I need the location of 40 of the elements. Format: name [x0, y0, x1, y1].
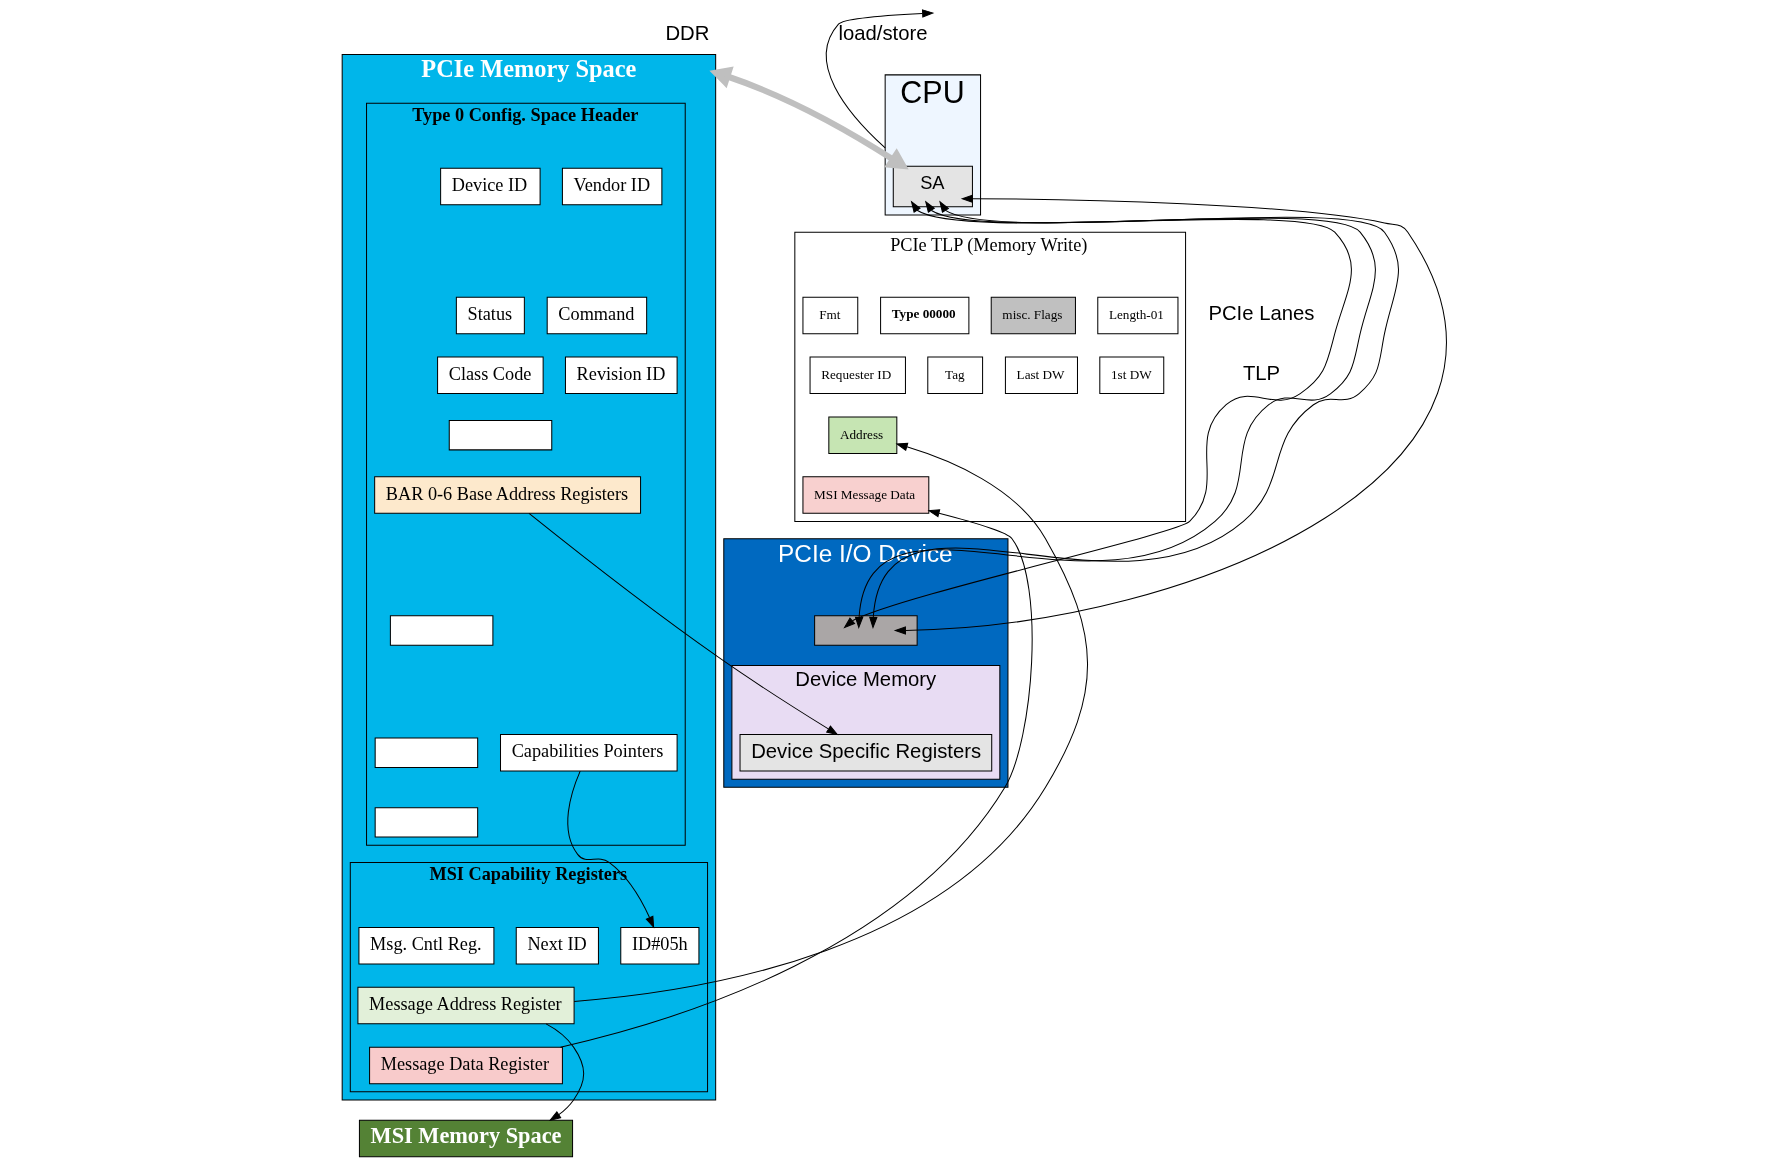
node-box: Status: [455, 296, 525, 335]
arrow: [528, 512, 838, 736]
node-box: BAR 0-6 Base Address Registers: [373, 476, 641, 514]
node-box: Class Code: [436, 356, 544, 395]
node-box: Device ID: [439, 167, 541, 206]
node-box: Command: [546, 296, 647, 335]
arrow: [573, 442, 1088, 1002]
node-box: misc. Flags: [990, 296, 1076, 335]
node-box: Message Data Register: [368, 1046, 563, 1085]
arrow: [559, 509, 1033, 1048]
node-box: Device Specific Registers: [739, 734, 992, 772]
label: PCIe Lanes: [1207, 302, 1314, 325]
node-box: ID#05h: [619, 926, 699, 965]
edge-label: load/store: [837, 22, 928, 45]
node-box: Type 00000: [879, 296, 969, 335]
node-box: Revision ID: [564, 356, 678, 395]
arrow: [566, 770, 654, 929]
node-box: [389, 615, 493, 646]
label: TLP: [1242, 362, 1280, 385]
edge-label: DDR: [664, 22, 709, 45]
node-box: Next ID: [515, 926, 599, 965]
node-box: 1st DW: [1098, 356, 1164, 395]
node-box: [374, 807, 478, 838]
node-box: Length-01: [1096, 296, 1178, 335]
node-box: Msg. Cntl Reg.: [357, 926, 494, 965]
node-box: Message Address Register: [356, 986, 575, 1025]
arrow: [545, 1023, 584, 1122]
node-box: Requester ID: [809, 356, 906, 395]
node-box: [374, 737, 478, 769]
node-box: Address: [827, 416, 897, 454]
node-box: Fmt: [801, 296, 858, 335]
arrow: [825, 9, 934, 149]
node-box: Last DW: [1004, 356, 1078, 395]
node-box: [448, 419, 552, 451]
node-box: Vendor ID: [561, 167, 662, 206]
node-box: MSI Message Data: [801, 476, 929, 514]
arrow: [708, 66, 909, 170]
node-box: Capabilities Pointers: [499, 734, 678, 772]
node-box: Tag: [926, 356, 983, 395]
node-box: MSI Memory Space: [358, 1119, 573, 1158]
